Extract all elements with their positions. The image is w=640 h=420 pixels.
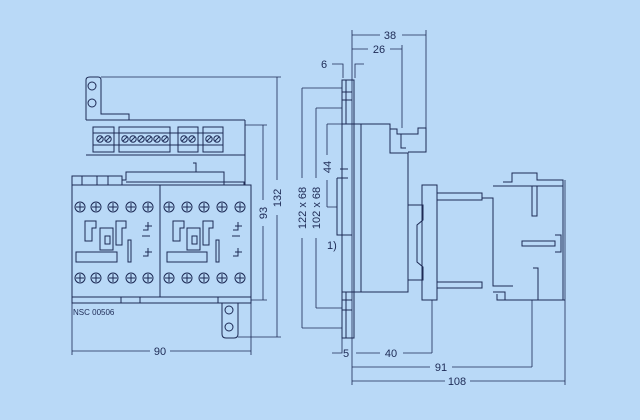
dim-40-label: 40 <box>385 348 397 360</box>
upper-terminal <box>390 127 427 153</box>
screw-icon <box>107 272 119 284</box>
top-mounting-bracket <box>85 76 130 120</box>
dim-38-label: 38 <box>384 30 396 42</box>
screw-icon <box>234 201 246 213</box>
mounting-hole <box>87 81 97 91</box>
terminal-screw-icon <box>205 135 213 143</box>
dim-132 <box>101 76 281 338</box>
contactor-side <box>493 172 564 301</box>
terminal-screw-icon <box>188 135 196 143</box>
screw-icon <box>90 272 102 284</box>
dim-132-label: 132 <box>272 189 284 207</box>
mounting-hole <box>87 98 97 108</box>
dim-122x68-label: 122 x 68 <box>297 187 309 229</box>
dim-26 <box>352 45 403 128</box>
footnote-marker: 1) <box>327 240 337 252</box>
screw-icon <box>216 272 228 284</box>
dim-108-label: 108 <box>448 376 466 388</box>
front-view: NSC 00506 90 93 132 <box>71 76 284 358</box>
dim-38 <box>351 30 427 362</box>
dim-102x68 <box>315 107 342 309</box>
dim-44 <box>326 123 352 208</box>
drawing-code: NSC 00506 <box>73 308 115 317</box>
screw-icon <box>234 272 246 284</box>
adapter <box>421 184 483 301</box>
terminal-screw-icon <box>180 135 188 143</box>
terminal-screw-icon <box>104 135 112 143</box>
terminal-screw-icon <box>121 135 129 143</box>
dim-90-label: 90 <box>154 346 166 358</box>
terminal-screw-icon <box>137 135 145 143</box>
din-rail <box>408 204 424 281</box>
terminal-block <box>86 119 246 185</box>
rail-profile <box>336 168 352 236</box>
dim-6 <box>332 63 364 78</box>
screw-icon <box>74 272 86 284</box>
dim-5-label: 5 <box>343 348 349 360</box>
terminal-screw-icon <box>129 135 137 143</box>
terminal-screw-icon <box>161 135 169 143</box>
dim-44-label: 44 <box>322 161 334 173</box>
screw-icon <box>125 272 137 284</box>
mounting-hole <box>224 305 234 315</box>
terminal-modules <box>92 126 224 153</box>
screw-icon <box>142 201 154 213</box>
dim-93-label: 93 <box>258 207 270 219</box>
screw-icon <box>107 201 119 213</box>
dim-108 <box>351 180 566 385</box>
terminal-screw-icon <box>213 135 221 143</box>
screw-icon <box>198 272 210 284</box>
dim-26-label: 26 <box>373 44 385 56</box>
contactor-body <box>71 184 252 298</box>
dim-91 <box>352 300 533 368</box>
screw-icon <box>163 272 175 284</box>
screw-icon <box>90 201 102 213</box>
mounting-hole <box>224 322 234 332</box>
side-view: 38 26 6 122 x 68 102 x 68 44 1) 5 40 91 … <box>297 30 566 388</box>
dim-90 <box>71 303 252 355</box>
screw-icon <box>216 201 228 213</box>
screw-icon <box>125 201 137 213</box>
dim-122x68 <box>301 87 342 329</box>
terminal-screw-icon <box>145 135 153 143</box>
top-rails <box>71 162 245 185</box>
screw-icon <box>181 201 193 213</box>
contact-symbols <box>75 220 242 263</box>
dim-6-label: 6 <box>321 59 327 71</box>
bottom-mounting-bracket <box>217 297 251 339</box>
terminal-screw-icon <box>153 135 161 143</box>
dim-93 <box>245 124 267 301</box>
terminal-screws <box>74 201 246 284</box>
dim-5-40 <box>332 300 433 354</box>
screw-icon <box>163 201 175 213</box>
screw-icon <box>74 201 86 213</box>
screw-icon <box>181 272 193 284</box>
screw-icon <box>142 272 154 284</box>
dim-91-label: 91 <box>435 362 447 374</box>
side-body <box>352 123 409 293</box>
dim-102x68-label: 102 x 68 <box>311 187 323 229</box>
terminal-screw-icon <box>96 135 104 143</box>
screw-icon <box>198 201 210 213</box>
